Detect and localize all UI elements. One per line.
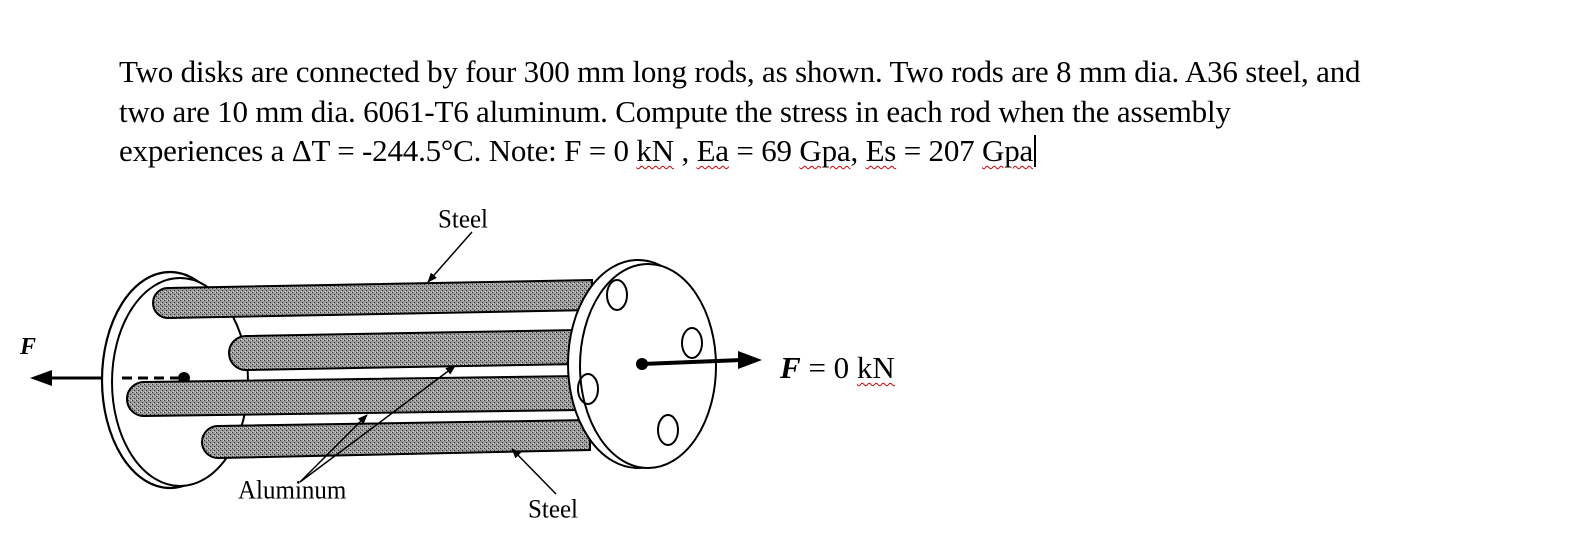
label-force-right: F = 0 kN [780,350,895,386]
rod-aluminum-2 [126,374,581,418]
separator: , [673,133,697,168]
bolt-hole [681,327,703,359]
force-symbol: F [780,350,801,385]
bolt-hole [577,373,599,405]
spellcheck-es: Es [865,133,897,168]
left-force-arrow [30,370,102,386]
leader-steel-bottom [511,448,557,495]
separator: , [850,133,866,168]
rod-aluminum-1 [228,328,579,372]
assembly-diagram [30,231,762,495]
bolt-hole [657,414,679,446]
label-force-left: F [20,334,37,360]
spellcheck-gpa-2: Gpa [982,133,1034,168]
problem-line-2: two are 10 mm dia. 6061-T6 aluminum. Com… [119,93,1231,129]
spellcheck-ea: Ea [696,133,729,168]
bolt-hole [606,279,628,311]
spellcheck-gpa-1: Gpa [799,133,851,168]
label-steel-bottom: Steel [528,495,578,524]
text-cursor [1034,135,1036,167]
spellcheck-force-unit: kN [856,350,895,385]
leader-steel-top [427,231,473,283]
problem-line-1: Two disks are connected by four 300 mm l… [119,54,1361,89]
right-disk [567,259,717,469]
rod-steel-bottom [201,418,591,460]
rod-assembly-figure: Steel Aluminum Steel F F = 0 kN [0,190,960,532]
label-aluminum: Aluminum [238,476,347,505]
right-force-arrow [636,351,762,370]
leader-aluminum [299,365,456,483]
rod-steel-top [152,278,593,320]
spellcheck-kN: kN [636,133,674,168]
label-steel-top: Steel [438,205,488,234]
problem-line-3: experiences a ΔT = -244.5°C. Note: F = 0… [119,131,1579,171]
problem-statement[interactable]: Two disks are connected by four 300 mm l… [119,52,1579,171]
line3-prefix: experiences a ΔT = -244.5°C. Note: F = 0 [119,133,637,168]
es-value: = 207 [896,133,983,168]
ea-value: = 69 [728,133,800,168]
force-value: = 0 [800,350,857,385]
